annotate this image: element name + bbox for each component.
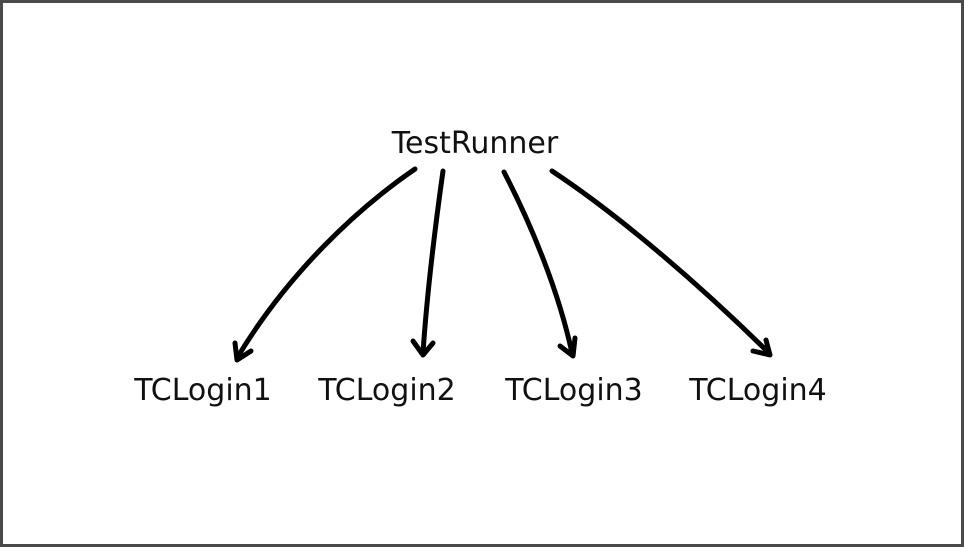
root-node-testrunner: TestRunner (391, 126, 559, 161)
child-node-tclogin3: TCLogin3 (504, 373, 643, 408)
child-node-tclogin2: TCLogin2 (317, 373, 456, 408)
arrow-to-tclogin1 (232, 166, 418, 363)
child-node-tclogin4: TCLogin4 (688, 373, 827, 408)
arrow-to-tclogin3 (501, 169, 578, 359)
child-node-tclogin1: TCLogin1 (133, 373, 272, 408)
arrow-to-tclogin4 (549, 168, 773, 358)
arrow-to-tclogin2 (410, 168, 446, 358)
tree-diagram: TestRunner TCLogin1 TCLogin2 TCLogin3 TC… (133, 126, 827, 408)
